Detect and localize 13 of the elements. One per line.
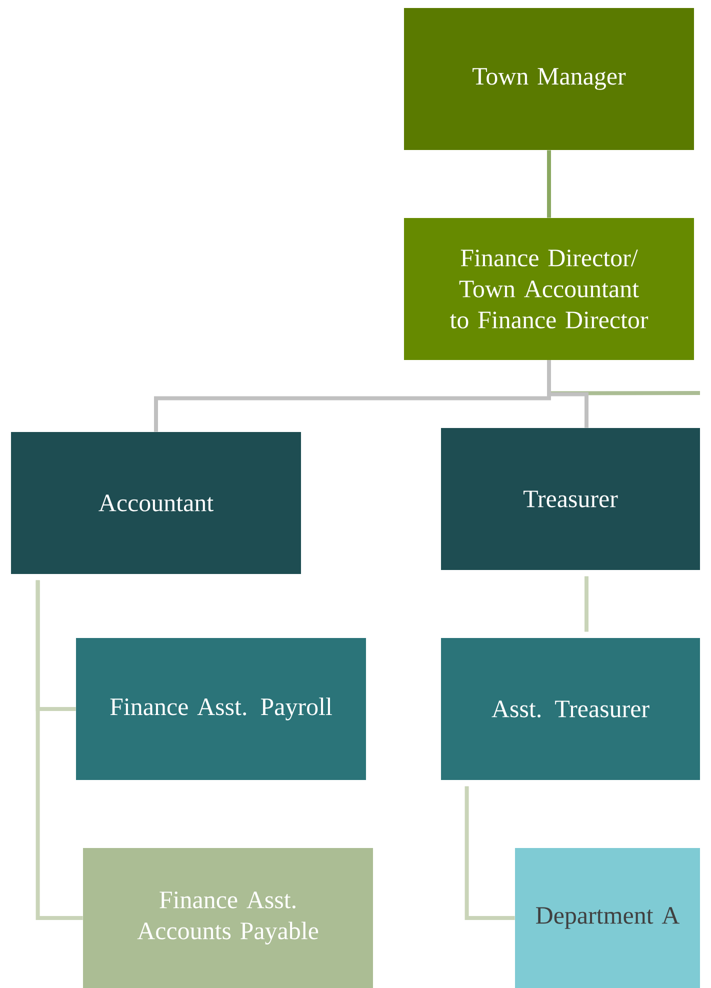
org-box: Asst. Treasurer	[441, 638, 700, 780]
org-box: Finance Director/ Town Accountant to Finance Director	[404, 218, 694, 360]
org-box: Treasurer	[441, 428, 700, 570]
connector-line	[36, 580, 83, 920]
connector-line	[584, 576, 588, 632]
connector-line	[547, 150, 551, 218]
org-box: Finance Asst. Payroll	[76, 638, 366, 780]
connector-line	[547, 360, 588, 428]
org-box: Town Manager	[404, 8, 694, 150]
org-box: Accountant	[11, 432, 301, 574]
connector-line	[464, 786, 515, 920]
org-box: Department A	[515, 848, 700, 988]
org-box: Finance Asst. Accounts Payable	[83, 848, 373, 988]
